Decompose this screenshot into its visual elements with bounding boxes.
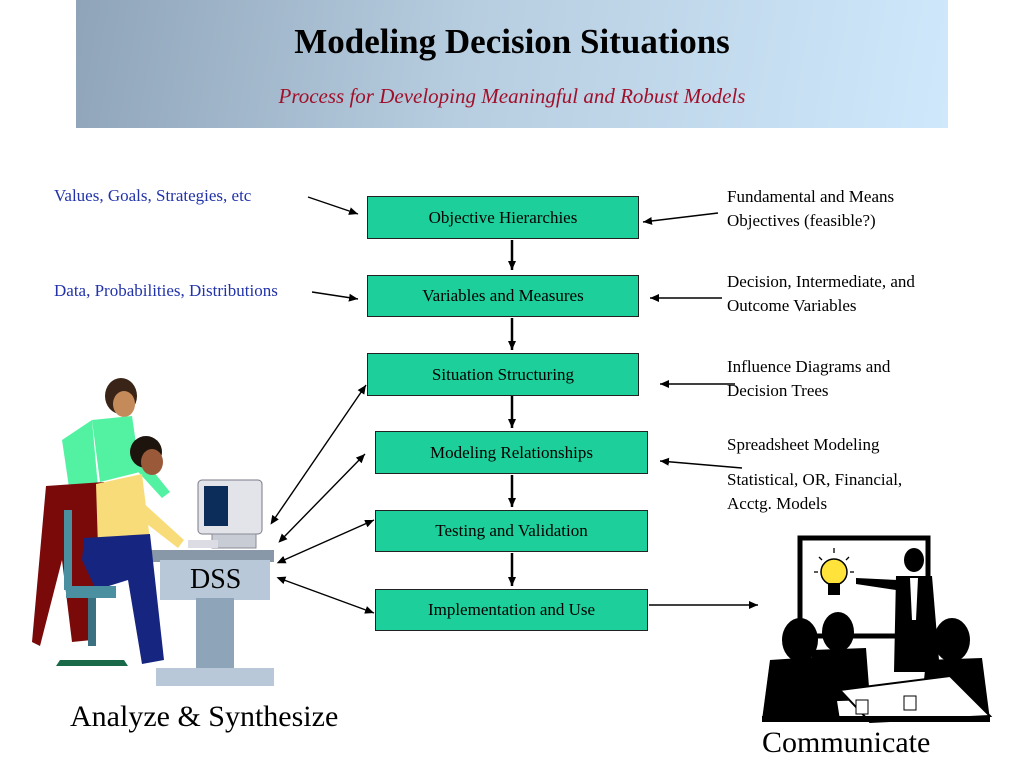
communicate-caption: Communicate xyxy=(762,726,931,759)
models-note: Statistical, OR, Financial, Acctg. Model… xyxy=(727,468,902,516)
dss-arrow-relationships xyxy=(278,453,366,543)
presentation-meeting-illustration xyxy=(762,535,993,724)
models-note-line1: Statistical, OR, Financial, xyxy=(727,470,903,489)
step-modeling-relationships: Modeling Relationships xyxy=(375,431,648,474)
influence-note-line1: Influence Diagrams and xyxy=(727,357,891,376)
objectives-note: Fundamental and Means Objectives (feasib… xyxy=(727,185,894,233)
step-testing-and-validation: Testing and Validation xyxy=(375,510,648,552)
header-banner: Modeling Decision Situations Process for… xyxy=(76,0,948,128)
models-note-line2: Acctg. Models xyxy=(727,494,828,513)
variables-note: Decision, Intermediate, and Outcome Vari… xyxy=(727,270,915,318)
spreadsheet-note: Spreadsheet Modeling xyxy=(727,435,880,454)
analyze-caption: Analyze & Synthesize xyxy=(70,700,339,733)
values-arrow xyxy=(307,196,359,215)
people-at-computer-illustration xyxy=(32,378,274,686)
dss-arrow-testing xyxy=(276,519,375,564)
influence-note-line2: Decision Trees xyxy=(727,381,829,400)
objectives-note-line2: Objectives (feasible?) xyxy=(727,211,876,230)
variables-note-line2: Outcome Variables xyxy=(727,296,857,315)
light-bulb-icon xyxy=(814,548,854,595)
dss-arrow-implementation xyxy=(276,576,375,614)
dss-label: DSS xyxy=(190,564,242,595)
data-probabilities-label: Data, Probabilities, Distributions xyxy=(54,281,278,300)
step-implementation-and-use: Implementation and Use xyxy=(375,589,648,631)
page-title: Modeling Decision Situations xyxy=(294,22,730,61)
step-objective-hierarchies: Objective Hierarchies xyxy=(367,196,639,239)
influence-note: Influence Diagrams and Decision Trees xyxy=(727,355,890,403)
data-arrow xyxy=(311,291,359,302)
values-goals-label: Values, Goals, Strategies, etc xyxy=(54,186,252,205)
page-subtitle: Process for Developing Meaningful and Ro… xyxy=(278,84,746,108)
objectives-arrow xyxy=(642,212,719,225)
step-situation-structuring: Situation Structuring xyxy=(367,353,639,396)
objectives-note-line1: Fundamental and Means xyxy=(727,187,895,206)
models-arrow xyxy=(659,457,743,469)
step-variables-and-measures: Variables and Measures xyxy=(367,275,639,317)
dss-arrow-structuring xyxy=(270,384,367,525)
variables-note-line1: Decision, Intermediate, and xyxy=(727,272,915,291)
